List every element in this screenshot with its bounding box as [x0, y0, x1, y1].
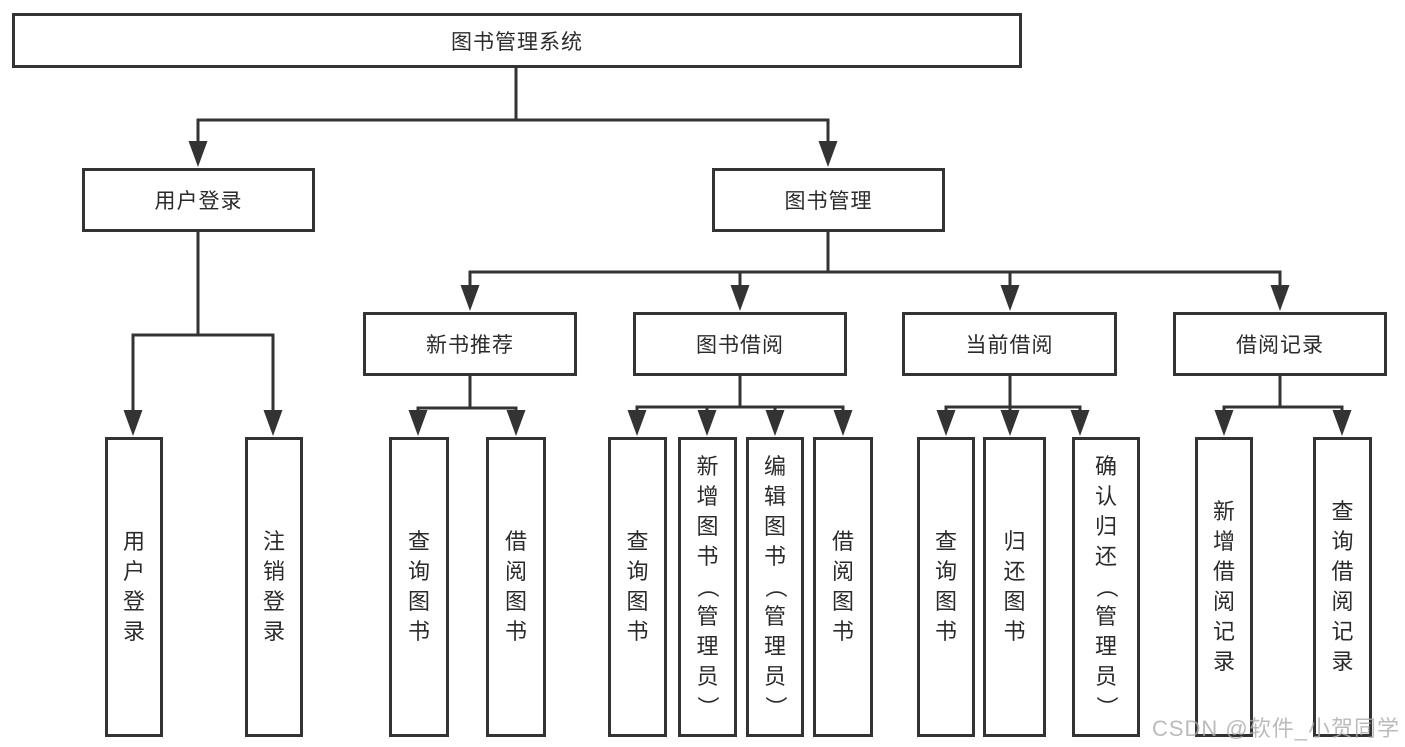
leaf-user-login: 用户登录: [105, 437, 163, 737]
leaf-borrowing-borrow-books: 借阅图书: [813, 437, 873, 737]
leaf-current-return-books-label: 归还图书: [1003, 529, 1026, 644]
leaf-current-query-books-label: 查询图书: [934, 529, 957, 644]
node-book-management: 图书管理: [712, 168, 945, 232]
leaf-current-confirm-return-admin-label: 确认归还（管理员）: [1093, 454, 1119, 719]
node-user-login-label: 用户登录: [154, 190, 243, 213]
node-new-book-recommend: 新书推荐: [363, 312, 577, 376]
leaf-borrowing-edit-books-admin: 编辑图书（管理员）: [746, 437, 804, 737]
leaf-records-add-record-label: 新增借阅记录: [1212, 499, 1235, 674]
leaf-borrowing-add-books-admin: 新增图书（管理员）: [678, 437, 737, 737]
leaf-newbook-borrow-books-label: 借阅图书: [504, 529, 527, 644]
leaf-user-login-label: 用户登录: [122, 529, 145, 644]
node-borrow-records: 借阅记录: [1173, 312, 1387, 376]
leaf-logout: 注销登录: [245, 437, 303, 737]
node-book-borrowing: 图书借阅: [633, 312, 847, 376]
leaf-borrowing-edit-books-admin-label: 编辑图书（管理员）: [762, 454, 788, 719]
leaf-records-query-record: 查询借阅记录: [1313, 437, 1372, 737]
leaf-records-add-record: 新增借阅记录: [1195, 437, 1253, 737]
node-book-management-label: 图书管理: [784, 190, 873, 213]
node-library-system-label: 图书管理系统: [451, 30, 583, 54]
node-library-system: 图书管理系统: [12, 13, 1022, 68]
leaf-borrowing-query-books-label: 查询图书: [626, 529, 649, 644]
leaf-borrowing-query-books: 查询图书: [608, 437, 667, 737]
node-new-book-recommend-label: 新书推荐: [426, 334, 514, 357]
leaf-current-return-books: 归还图书: [983, 437, 1046, 737]
node-borrow-records-label: 借阅记录: [1236, 334, 1324, 357]
leaf-logout-label: 注销登录: [262, 529, 285, 644]
node-current-borrowing: 当前借阅: [902, 312, 1117, 376]
leaf-newbook-borrow-books: 借阅图书: [486, 437, 546, 737]
leaf-records-query-record-label: 查询借阅记录: [1331, 499, 1354, 674]
node-current-borrowing-label: 当前借阅: [965, 334, 1054, 357]
leaf-newbook-query-books-label: 查询图书: [407, 529, 430, 644]
node-book-borrowing-label: 图书借阅: [696, 334, 784, 357]
leaf-current-query-books: 查询图书: [917, 437, 975, 737]
node-user-login: 用户登录: [82, 168, 315, 232]
leaf-borrowing-borrow-books-label: 借阅图书: [831, 529, 854, 644]
leaf-borrowing-add-books-admin-label: 新增图书（管理员）: [695, 454, 721, 719]
leaf-newbook-query-books: 查询图书: [389, 437, 449, 737]
leaf-current-confirm-return-admin: 确认归还（管理员）: [1072, 437, 1140, 737]
